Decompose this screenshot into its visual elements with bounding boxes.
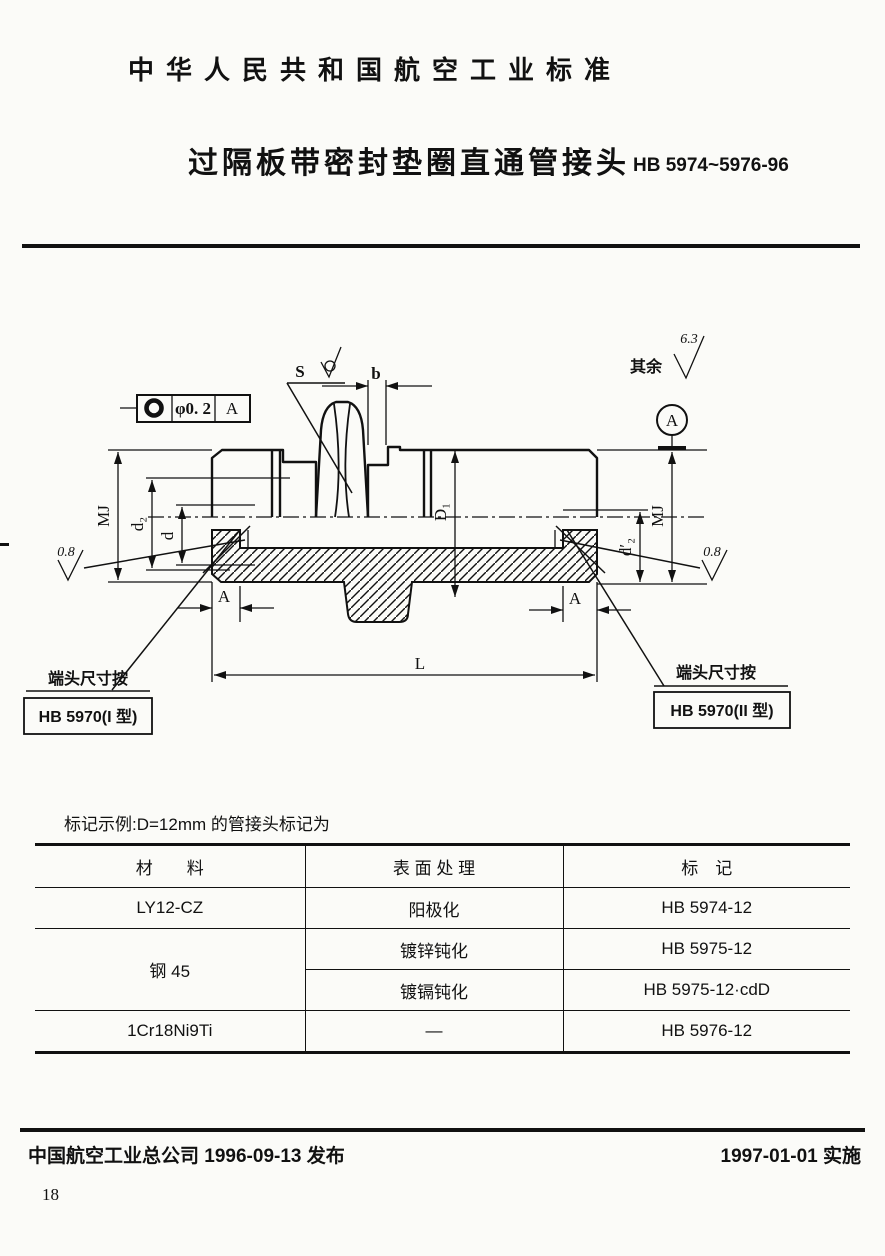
footer-issued-by: 中国航空工业总公司 1996-09-13 发布 (28, 1146, 345, 1167)
callout-right-line2: HB 5970(II 型) (670, 702, 773, 720)
rest-roughness-value: 6.3 (680, 332, 698, 347)
dim-label-L: L (415, 654, 425, 673)
dim-label-d2-right: d′₂ (616, 538, 635, 556)
tolerance-frame: φ0. 2 A (120, 394, 251, 423)
table-row: 镀镉钝化 HB 5975-12·cdD (35, 969, 850, 1011)
technical-drawing: MJ d₂ d D₁ d′₂ MJ A A L b S 其余 6.3 0. (23, 332, 791, 735)
tolerance-value: φ0. 2 (175, 399, 211, 418)
cell-material: 1Cr18Ni9Ti (35, 1010, 306, 1053)
callout-right-line1: 端头尺寸按 (676, 663, 756, 682)
dimension-lines (114, 382, 676, 679)
surface-mark-s-group: S (286, 346, 353, 494)
callout-left-line2: HB 5970(I 型) (39, 708, 138, 726)
dim-label-a-right: A (569, 589, 582, 608)
cell-marking: HB 5974-12 (562, 887, 850, 929)
surface-mark-s-label: S (295, 362, 304, 381)
rest-roughness-prefix: 其余 (630, 357, 663, 376)
material-marking-table: 材 料 表 面 处 理 标 记 LY12-CZ 阳极化 HB 5974-12 钢… (35, 843, 850, 1054)
roughness-check-icon (673, 335, 705, 380)
tolerance-datum: A (226, 399, 239, 418)
dim-label-b: b (371, 364, 380, 383)
callout-left: 端头尺寸按 HB 5970(I 型) (23, 669, 153, 735)
cell-marking: HB 5976-12 (562, 1010, 850, 1053)
table-header-row: 材 料 表 面 处 理 标 记 (35, 844, 850, 888)
roughness-check-icon (701, 549, 728, 582)
washer-outline (366, 445, 599, 517)
dim-label-d-left: d (158, 531, 177, 540)
dim-label-d2-left: d₂ (128, 517, 147, 531)
hex-outline (314, 400, 370, 518)
header-surface: 表 面 处 理 (304, 844, 564, 888)
roughness-right-group: 0.8 (701, 545, 728, 582)
cell-marking: HB 5975-12 (562, 928, 850, 970)
callout-left-line1: 端头尺寸按 (48, 669, 128, 688)
roughness-right-value: 0.8 (703, 545, 721, 560)
bore-step-lines (247, 530, 556, 548)
page-number: 18 (42, 1185, 59, 1204)
header-divider (22, 244, 860, 248)
datum-flag-group: A (656, 404, 688, 450)
callout-right: 端头尺寸按 HB 5970(II 型) (653, 663, 791, 729)
hex-face-curve-left (333, 403, 340, 518)
no-removal-surface-icon (320, 346, 342, 379)
concentricity-icon (144, 398, 164, 418)
cell-marking: HB 5975-12·cdD (562, 969, 850, 1011)
table-row: 钢 45 镀锌钝化 HB 5975-12 (35, 928, 850, 1011)
cell-material: LY12-CZ (35, 887, 306, 929)
dim-label-D1: D₁ (431, 503, 450, 521)
rest-roughness-group: 其余 6.3 (630, 332, 705, 380)
roughness-check-icon (57, 549, 84, 582)
dim-label-mj-left: MJ (94, 505, 113, 527)
footer-effective-date: 1997-01-01 实施 (720, 1146, 861, 1167)
dim-label-mj-right: MJ (648, 505, 667, 527)
cell-surface: 阳极化 (304, 887, 564, 929)
table-row: LY12-CZ 阳极化 HB 5974-12 (35, 887, 850, 929)
roughness-left-group: 0.8 (57, 545, 84, 582)
binding-mark (0, 543, 9, 546)
dim-label-a-left: A (218, 587, 231, 606)
roughness-left-value: 0.8 (57, 545, 75, 560)
section-hatch (211, 529, 598, 623)
page-title: 中华人民共和国航空工业标准 (128, 55, 623, 85)
datum-flag-label: A (666, 411, 679, 430)
part-outline (210, 400, 599, 518)
cell-surface: 镀锌钝化 (304, 928, 564, 970)
footer-divider (20, 1128, 865, 1132)
header-marking: 标 记 (562, 844, 850, 888)
hex-face-curve-right (344, 403, 351, 518)
cell-material: 钢 45 (35, 928, 306, 1011)
standard-number: HB 5974~5976-96 (633, 155, 789, 176)
extension-lines (108, 380, 707, 682)
cell-surface: 镀镉钝化 (305, 969, 564, 1011)
cell-surface: — (304, 1010, 564, 1053)
marking-example-text: 标记示例:D=12mm 的管接头标记为 (64, 815, 330, 834)
document-subtitle: 过隔板带密封垫圈直通管接头 (188, 147, 630, 180)
header-material: 材 料 (35, 844, 306, 888)
table-row: 1Cr18Ni9Ti — HB 5976-12 (35, 1010, 850, 1053)
